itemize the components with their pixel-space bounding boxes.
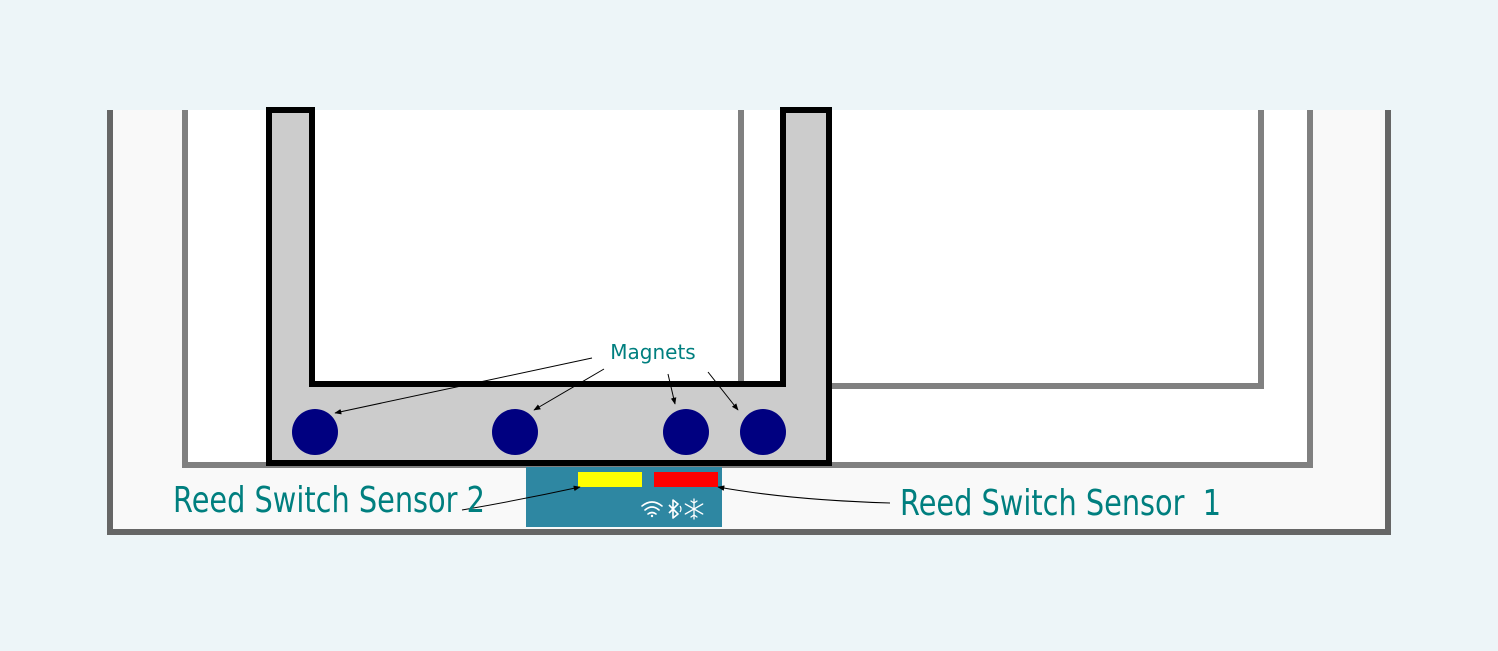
magnet-3 [663, 409, 709, 455]
bluetooth-icon [668, 499, 682, 519]
sensor-device [526, 467, 722, 527]
magnet-2 [492, 409, 538, 455]
arrow-to-magnet-4 [707, 371, 739, 411]
arrow-to-reed-switch-1 [717, 485, 891, 504]
magnets-label: Magnets [610, 340, 695, 364]
snowflake-icon [684, 498, 704, 520]
outer-frame [107, 110, 1391, 535]
reed-switch-sensor-1-label: Reed Switch Sensor 1 [900, 482, 1221, 524]
magnet-1 [292, 409, 338, 455]
magnets [292, 409, 786, 455]
arrow-to-magnet-1 [334, 357, 593, 415]
arrow-to-reed-switch-2 [461, 485, 581, 511]
arrow-to-magnet-2 [533, 368, 605, 411]
fixed-pane [738, 110, 1264, 389]
reed-switch-2 [578, 472, 642, 487]
callout-arrows [334, 357, 891, 511]
magnet-4 [740, 409, 786, 455]
arrow-to-magnet-3 [667, 373, 677, 405]
wifi-icon [641, 501, 663, 518]
reed-switch-1 [654, 472, 718, 487]
reed-switch-sensor-2-label: Reed Switch Sensor 2 [173, 479, 485, 521]
